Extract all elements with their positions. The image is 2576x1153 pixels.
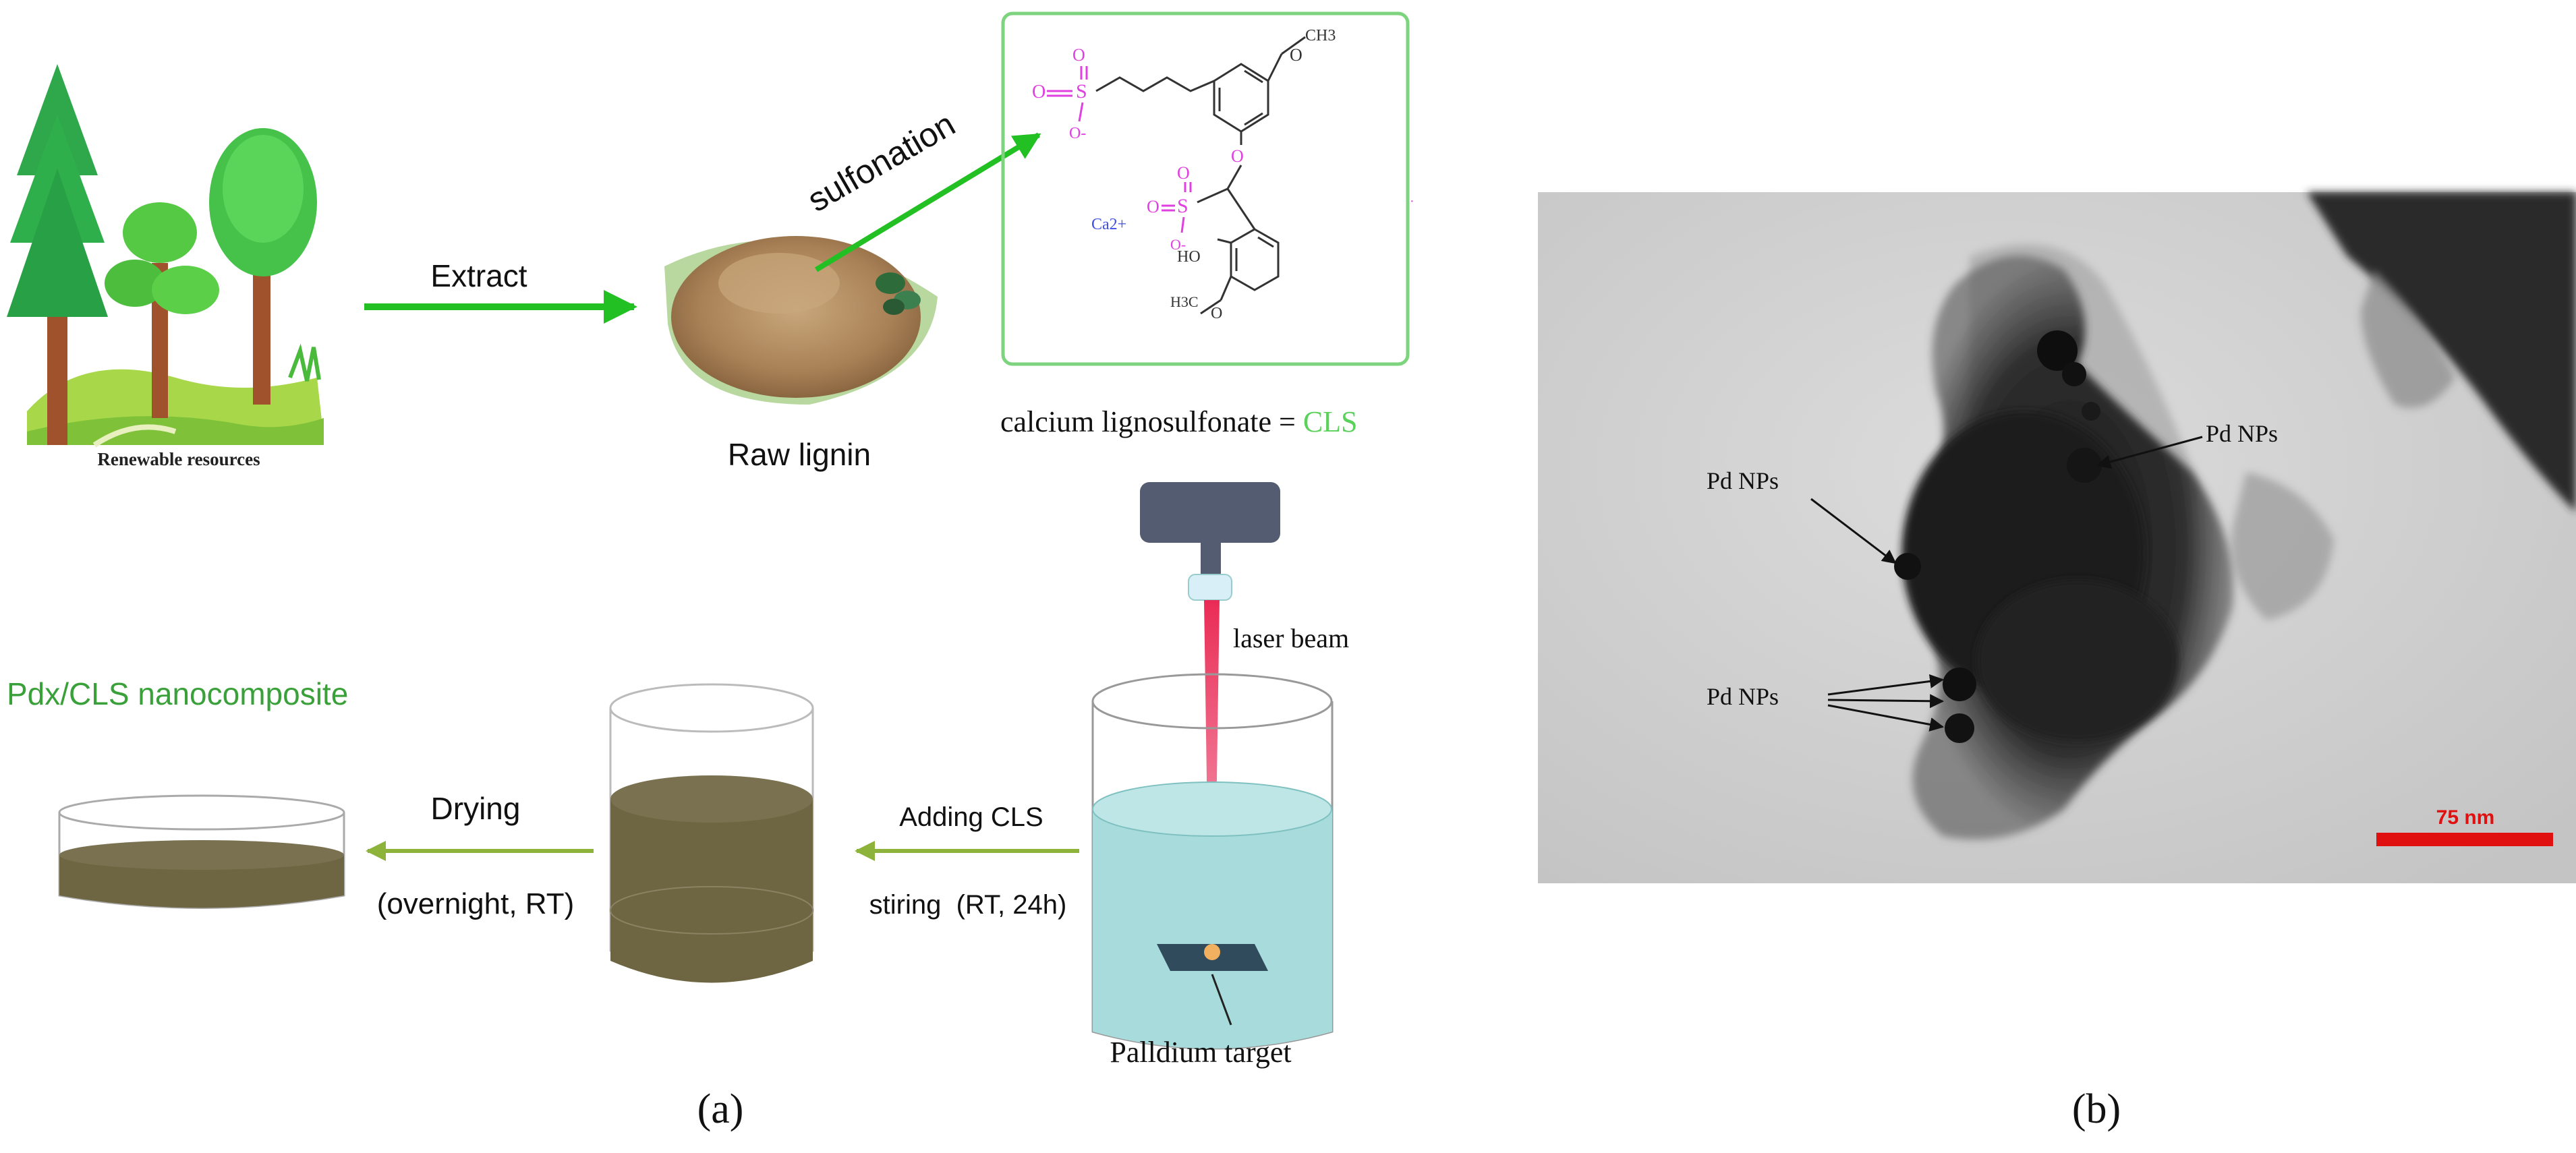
panel-a: Renewable resources Extract Raw lignin s… (7, 11, 1414, 1132)
brown-beaker (609, 683, 814, 983)
drying-conditions-label: (overnight, RT) (377, 887, 575, 920)
palladium-target-label: Palldium target (1110, 1036, 1291, 1069)
stirring-label: stiring (RT, 24h) (869, 890, 1067, 920)
ether-o: O (1231, 146, 1244, 166)
extract-label: Extract (430, 258, 527, 293)
stray-mark: · (1410, 194, 1414, 209)
drying-label: Drying (431, 791, 521, 826)
tem-image (1538, 192, 2576, 883)
sulfonation-label: sulfonation (801, 105, 961, 219)
sulfonate-o-top-2: O (1177, 163, 1190, 183)
scale-bar-label: 75 nm (2436, 806, 2495, 829)
nanocomposite-label: Pdx/CLS nanocomposite (7, 676, 348, 711)
sulfonate-o-left: O (1032, 82, 1046, 102)
pd-nps-label-top-right: Pd NPs (2206, 420, 2278, 447)
pd-nps-label-left: Pd NPs (1707, 467, 1779, 494)
sulfonate-o-top: O (1072, 45, 1085, 65)
laser-apparatus (1140, 482, 1280, 957)
cls-caption-abbr: CLS (1303, 405, 1358, 438)
pd-arrow-top-right (2096, 436, 2203, 469)
sulfonate-o-minus-1: O- (1069, 125, 1086, 142)
sulfonate-s-1: S (1076, 80, 1087, 102)
caption-b: (b) (2072, 1086, 2121, 1132)
adding-cls-label: Adding CLS (899, 802, 1043, 832)
pd-nps-label-bottom: Pd NPs (1707, 683, 1779, 710)
ch3-label-top: CH3 (1305, 27, 1336, 45)
sulfonate-o-left-2: O (1147, 197, 1160, 216)
caption-a: (a) (697, 1086, 744, 1132)
scale-bar (2376, 833, 2553, 846)
calcium-ion: Ca2+ (1091, 216, 1126, 233)
trees-illustration (7, 64, 324, 448)
pd-arrows-bottom (1827, 674, 1945, 732)
cls-structure-box: O S O O- O CH3 (1001, 11, 1410, 366)
panel-b: Pd NPs Pd NPs Pd NPs 75 nm (b) (1538, 192, 2576, 1132)
methoxy-o-2: O (1211, 305, 1222, 322)
renewable-resources-label: Renewable resources (97, 449, 260, 469)
pd-arrow-left (1810, 498, 1897, 564)
methoxy-o-1: O (1290, 45, 1303, 65)
h3c-label: H3C (1170, 293, 1199, 310)
sulfonate-o-minus-2: O- (1170, 236, 1186, 253)
sulfonate-s-2: S (1177, 195, 1189, 217)
cls-caption: calcium lignosulfonate = CLS (1000, 405, 1358, 438)
ho-label: HO (1177, 248, 1201, 266)
target-pointer (1211, 974, 1232, 1026)
raw-lignin-label: Raw lignin (728, 437, 871, 472)
product-dish (58, 794, 345, 909)
raw-lignin-bowl (664, 236, 938, 405)
cls-caption-prefix: calcium lignosulfonate = (1000, 405, 1303, 438)
water-beaker (1091, 673, 1334, 1050)
laser-beam-label: laser beam (1233, 623, 1349, 653)
